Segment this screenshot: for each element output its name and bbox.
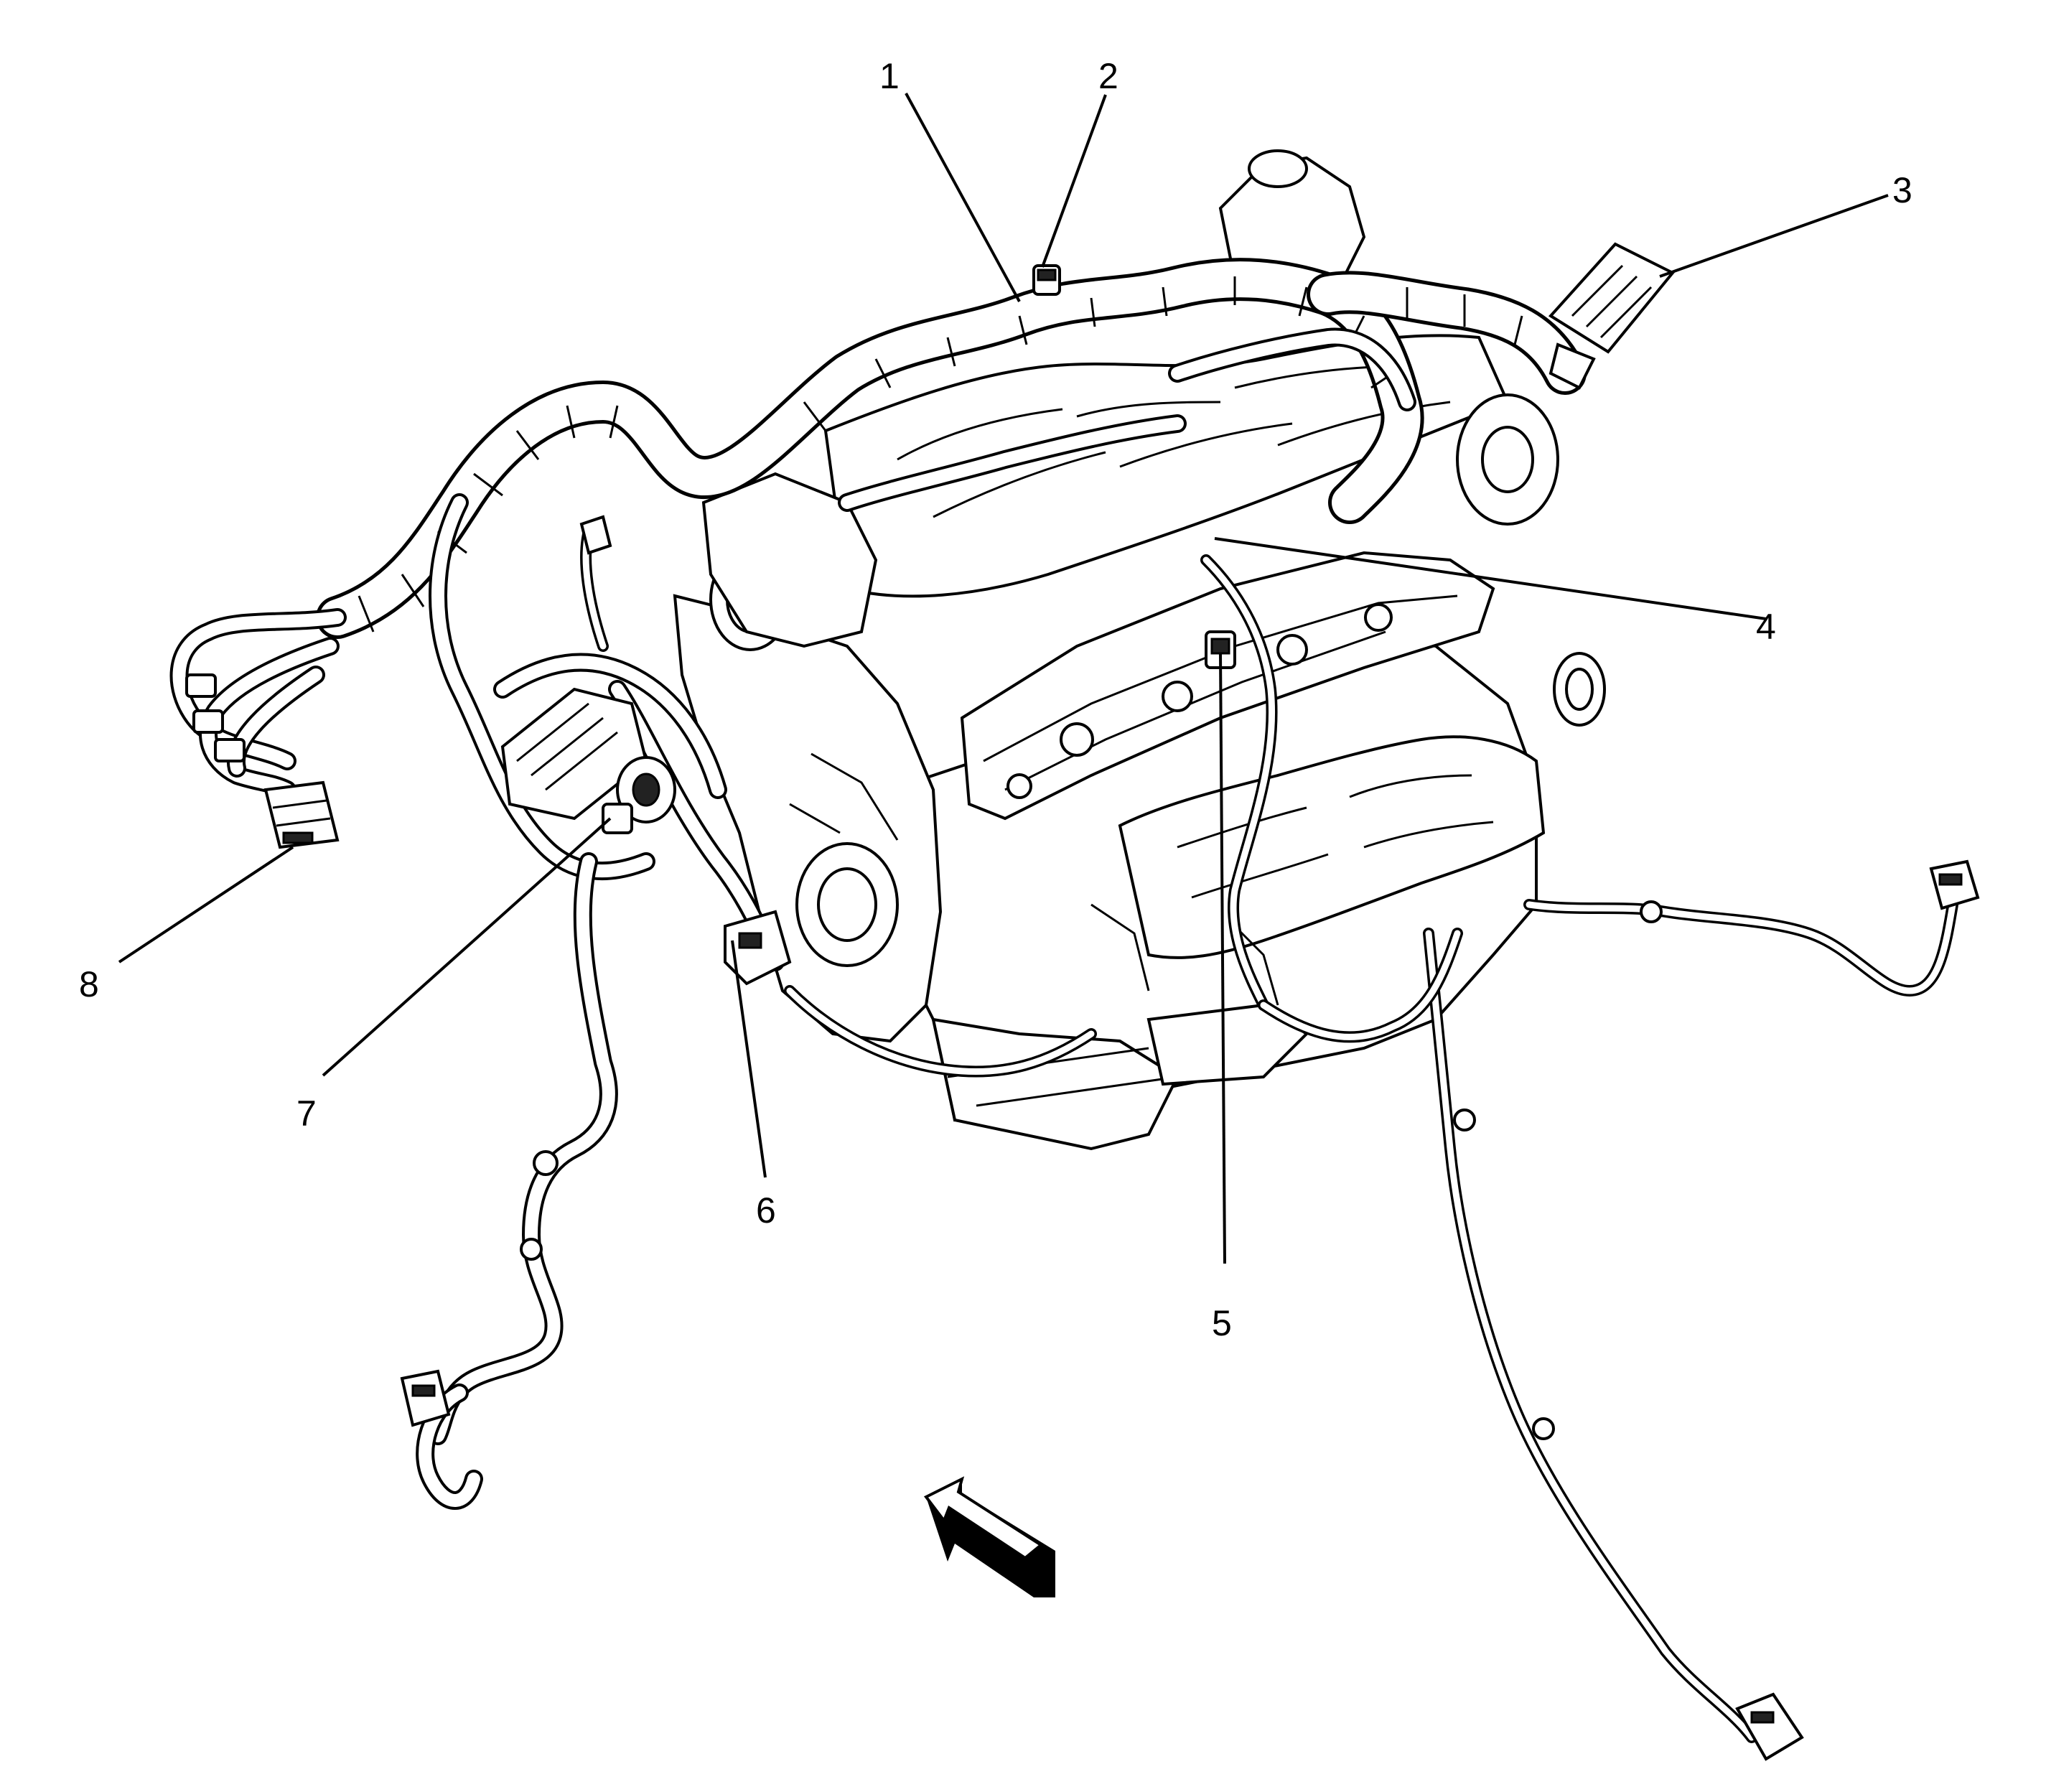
connector-8: [263, 780, 340, 849]
leader-line-7: [322, 817, 612, 1077]
leader-line-8: [118, 846, 294, 963]
connector-lower-right: [1735, 1692, 1804, 1761]
view-direction-arrow-icon: [923, 1476, 1055, 1597]
callout-2: 2: [1098, 56, 1118, 96]
leader-line-4: [1214, 537, 1767, 620]
callout-5: 5: [1212, 1303, 1232, 1343]
connector-6: [724, 910, 792, 986]
connectors: [185, 242, 1980, 1761]
callout-3: 3: [1892, 170, 1912, 210]
leader-lines: [118, 93, 1889, 1264]
connector-right: [1929, 859, 1980, 910]
callout-6: 6: [756, 1190, 776, 1231]
callout-8: 8: [79, 964, 99, 1004]
leader-line-5: [1219, 653, 1226, 1264]
engine-block: [673, 149, 1606, 1151]
leader-line-1: [905, 93, 1021, 302]
callout-4: 4: [1756, 607, 1776, 647]
callout-7: 7: [296, 1093, 317, 1134]
connector-7: [500, 687, 676, 834]
callout-1: 1: [879, 56, 900, 96]
connector-2: [1032, 264, 1061, 296]
callout-labels: 1 2 3 4 5 6 7 8: [79, 56, 1912, 1343]
leader-line-2: [1041, 94, 1107, 268]
leader-line-6: [731, 940, 767, 1178]
connector-lower-left: [400, 1369, 451, 1427]
connector-3: [1548, 242, 1676, 390]
leader-line-3: [1659, 194, 1889, 278]
